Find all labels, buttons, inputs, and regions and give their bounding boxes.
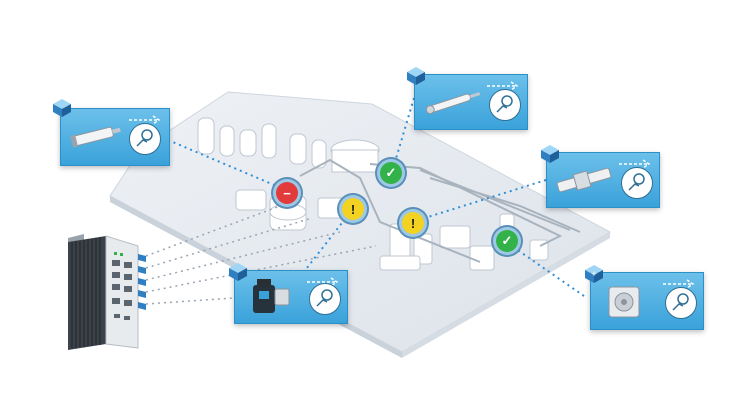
- valve-terminal-card[interactable]: [234, 270, 348, 324]
- svg-text:+: +: [591, 269, 596, 279]
- cube-icon: [229, 263, 247, 281]
- arrow-icon: [129, 115, 161, 125]
- industrial-pc-icon[interactable]: [62, 232, 152, 352]
- status-glyph: !: [410, 215, 416, 231]
- drive-unit-icon: [249, 277, 293, 317]
- status-warning-icon[interactable]: !: [342, 198, 364, 220]
- status-glyph: ✓: [501, 233, 513, 248]
- status-ok-icon[interactable]: ✓: [496, 230, 518, 252]
- cylinder-icon: [69, 121, 121, 151]
- electric-axis-card[interactable]: [546, 152, 660, 208]
- arrow-icon: [619, 159, 651, 169]
- cube-icon: [407, 67, 425, 85]
- status-warning-icon[interactable]: !: [402, 212, 424, 234]
- linear-axis-icon: [553, 163, 615, 197]
- status-ok-icon[interactable]: ✓: [380, 162, 402, 184]
- gear-hand-icon: [309, 283, 341, 315]
- arrow-icon: [663, 279, 695, 289]
- gear-hand-icon: [621, 167, 653, 199]
- arrow-icon: [487, 81, 519, 91]
- status-error-icon[interactable]: −: [276, 182, 298, 204]
- cube-icon: [53, 99, 71, 117]
- compact-cylinder-card[interactable]: [590, 272, 704, 330]
- gear-hand-icon: [665, 287, 697, 319]
- linear-cylinder-card[interactable]: [414, 74, 528, 130]
- connection-lines: [167, 97, 585, 297]
- cube-icon: [541, 145, 559, 163]
- controller-links: [145, 205, 377, 305]
- compact-cylinder-icon: [603, 281, 647, 321]
- cube-icon: +: [585, 265, 603, 283]
- status-glyph: ✓: [385, 165, 397, 180]
- status-glyph: −: [283, 185, 291, 201]
- gear-hand-icon: [489, 89, 521, 121]
- status-glyph: !: [350, 201, 356, 217]
- gear-hand-icon: [129, 123, 161, 155]
- rod-cylinder-icon: [421, 87, 483, 117]
- pneumatic-cylinder-card[interactable]: [60, 108, 170, 166]
